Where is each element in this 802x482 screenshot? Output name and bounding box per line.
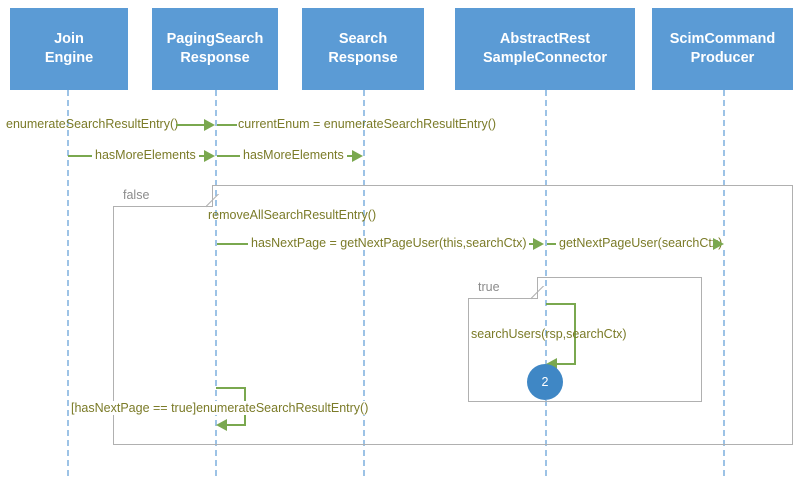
- actor-abstract-rest-sample-connector[interactable]: AbstractRest SampleConnector: [455, 8, 635, 90]
- actor-search-response[interactable]: Search Response: [302, 8, 424, 90]
- message-selfloop-side-search-users: [574, 303, 576, 365]
- message-selfloop-bottom-enumerate-loop: [226, 424, 246, 426]
- message-arrowhead-enumerate-loop: [216, 419, 227, 431]
- actor-join-engine[interactable]: Join Engine: [10, 8, 128, 90]
- fragment-false: [113, 185, 793, 445]
- message-arrowhead-get-next-page-user: [713, 238, 724, 250]
- fragment-false-tab: false: [113, 185, 213, 207]
- message-arrowhead-search-users: [546, 358, 557, 370]
- lifeline-paging-search-response: [215, 90, 217, 476]
- message-selfloop-top-search-users: [546, 303, 576, 305]
- message-label-remove-all-search-result-entry: removeAllSearchResultEntry(): [208, 208, 377, 222]
- message-label-has-more-elements-2: hasMoreElements: [240, 148, 347, 162]
- message-line-current-enum: [217, 124, 237, 126]
- lifeline-search-response: [363, 90, 365, 476]
- actor-label: PagingSearch Response: [166, 31, 264, 66]
- fragment-true-tab-corner: [531, 286, 545, 300]
- message-arrowhead-enumerate-search-result-entry: [204, 119, 215, 131]
- message-arrowhead-has-more-elements-2: [352, 150, 363, 162]
- message-arrowhead-has-more-elements-1: [204, 150, 215, 162]
- badge-label: 2: [541, 375, 549, 389]
- message-label-has-next-page: hasNextPage = getNextPageUser(this,searc…: [248, 236, 530, 250]
- actor-label: Search Response: [328, 31, 398, 66]
- message-label-has-more-elements-1: hasMoreElements: [92, 148, 199, 162]
- message-selfloop-bottom-search-users: [556, 363, 576, 365]
- fragment-false-label: false: [123, 188, 150, 203]
- actor-label: ScimCommand Producer: [669, 31, 776, 66]
- fragment-true: [468, 277, 702, 402]
- lifeline-abstract-rest-sample-connector: [545, 90, 547, 476]
- message-arrowhead-has-next-page: [533, 238, 544, 250]
- fragment-true-label: true: [478, 280, 500, 295]
- actor-label: Join Engine: [44, 31, 94, 66]
- lifeline-join-engine: [67, 90, 69, 476]
- actor-paging-search-response[interactable]: PagingSearch Response: [152, 8, 278, 90]
- message-label-enumerate-loop: [hasNextPage == true]enumerateSearchResu…: [69, 401, 371, 415]
- message-line-enumerate-search-result-entry: [176, 124, 205, 126]
- badge-step-2: 2: [527, 364, 563, 400]
- message-selfloop-top-enumerate-loop: [216, 387, 246, 389]
- actor-label: AbstractRest SampleConnector: [482, 31, 608, 66]
- lifeline-scim-command-producer: [723, 90, 725, 476]
- message-label-search-users: searchUsers(rsp,searchCtx): [471, 327, 627, 341]
- fragment-false-tab-corner: [206, 194, 220, 208]
- message-label-get-next-page-user: getNextPageUser(searchCtx): [556, 236, 726, 250]
- message-label-current-enum: currentEnum = enumerateSearchResultEntry…: [238, 117, 497, 131]
- actor-scim-command-producer[interactable]: ScimCommand Producer: [652, 8, 793, 90]
- message-label-enumerate-search-result-entry: enumerateSearchResultEntry(): [6, 117, 179, 131]
- fragment-true-tab: true: [468, 277, 538, 299]
